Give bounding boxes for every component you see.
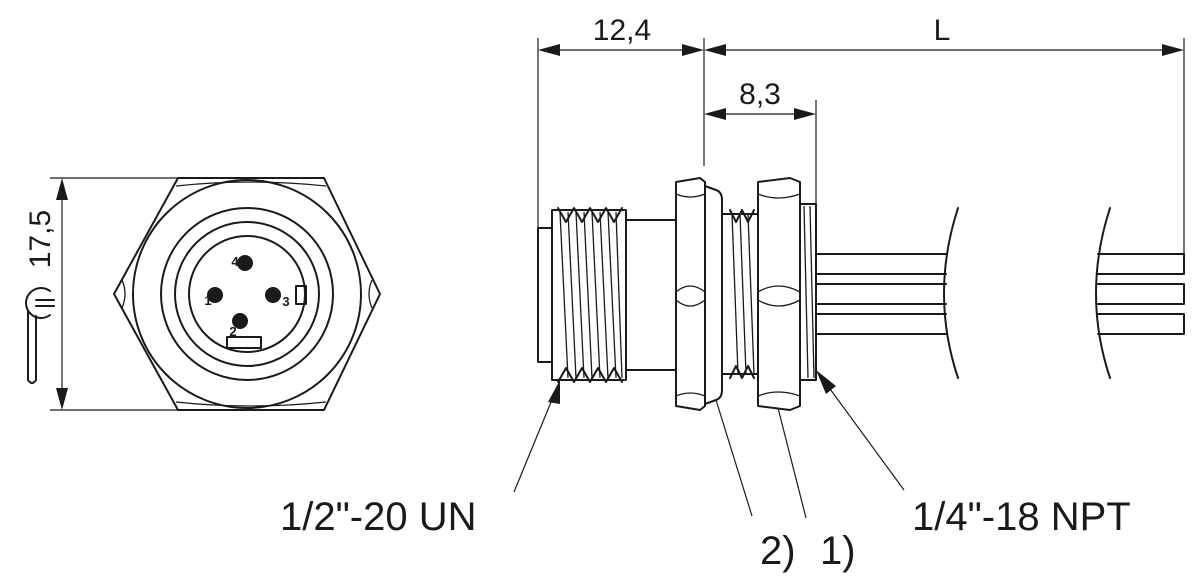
coding-key: [226, 336, 262, 349]
front-view: 1 2 3 4: [113, 177, 381, 411]
callout-item-1: 1): [777, 407, 856, 573]
dimension-cable-length: L: [704, 14, 1185, 254]
pin-1: 1: [204, 287, 223, 308]
svg-text:1: 1: [204, 293, 211, 308]
hex-nut-outline: [113, 177, 381, 411]
outer-thread-circle: [160, 207, 334, 381]
pin-2: 2: [229, 313, 248, 339]
rear-thread-label: 1/4"-18 NPT: [912, 495, 1131, 539]
front-thread-label: 1/2"-20 UN: [280, 495, 477, 539]
dimension-17-5-label: 17,5: [24, 210, 57, 268]
side-view: [537, 177, 1185, 411]
pin-3: 3: [265, 287, 290, 309]
dimension-12-4-label: 12,4: [593, 14, 651, 47]
dimension-L-label: L: [934, 14, 951, 47]
body-circle: [174, 221, 320, 367]
dimension-nut-length: 8,3: [704, 78, 817, 204]
item-2-label: 2): [760, 529, 796, 573]
gasket: [704, 185, 723, 405]
svg-text:4: 4: [231, 254, 239, 269]
rear-thread: [721, 209, 759, 379]
chamfer-circle: [132, 179, 362, 409]
callout-rear-thread: 1/4"-18 NPT: [816, 370, 1131, 539]
item-1-label: 1): [820, 529, 856, 573]
dimension-width-across-flats: 17,5: [24, 177, 178, 411]
rear-nut: [757, 177, 801, 411]
pin-4: 4: [231, 254, 253, 271]
svg-text:2: 2: [229, 324, 236, 339]
wrench-icon: [25, 287, 55, 384]
callout-front-thread: 1/2"-20 UN: [280, 380, 560, 539]
callout-item-2: 2): [715, 399, 796, 573]
front-thread: [557, 207, 623, 383]
flange-nut: [675, 177, 706, 411]
svg-text:3: 3: [282, 294, 289, 309]
dimension-thread-length: 12,4: [537, 14, 705, 228]
npt-thread: [799, 203, 817, 381]
cable-wires: [815, 207, 1185, 379]
dimension-8-3-label: 8,3: [739, 78, 781, 111]
